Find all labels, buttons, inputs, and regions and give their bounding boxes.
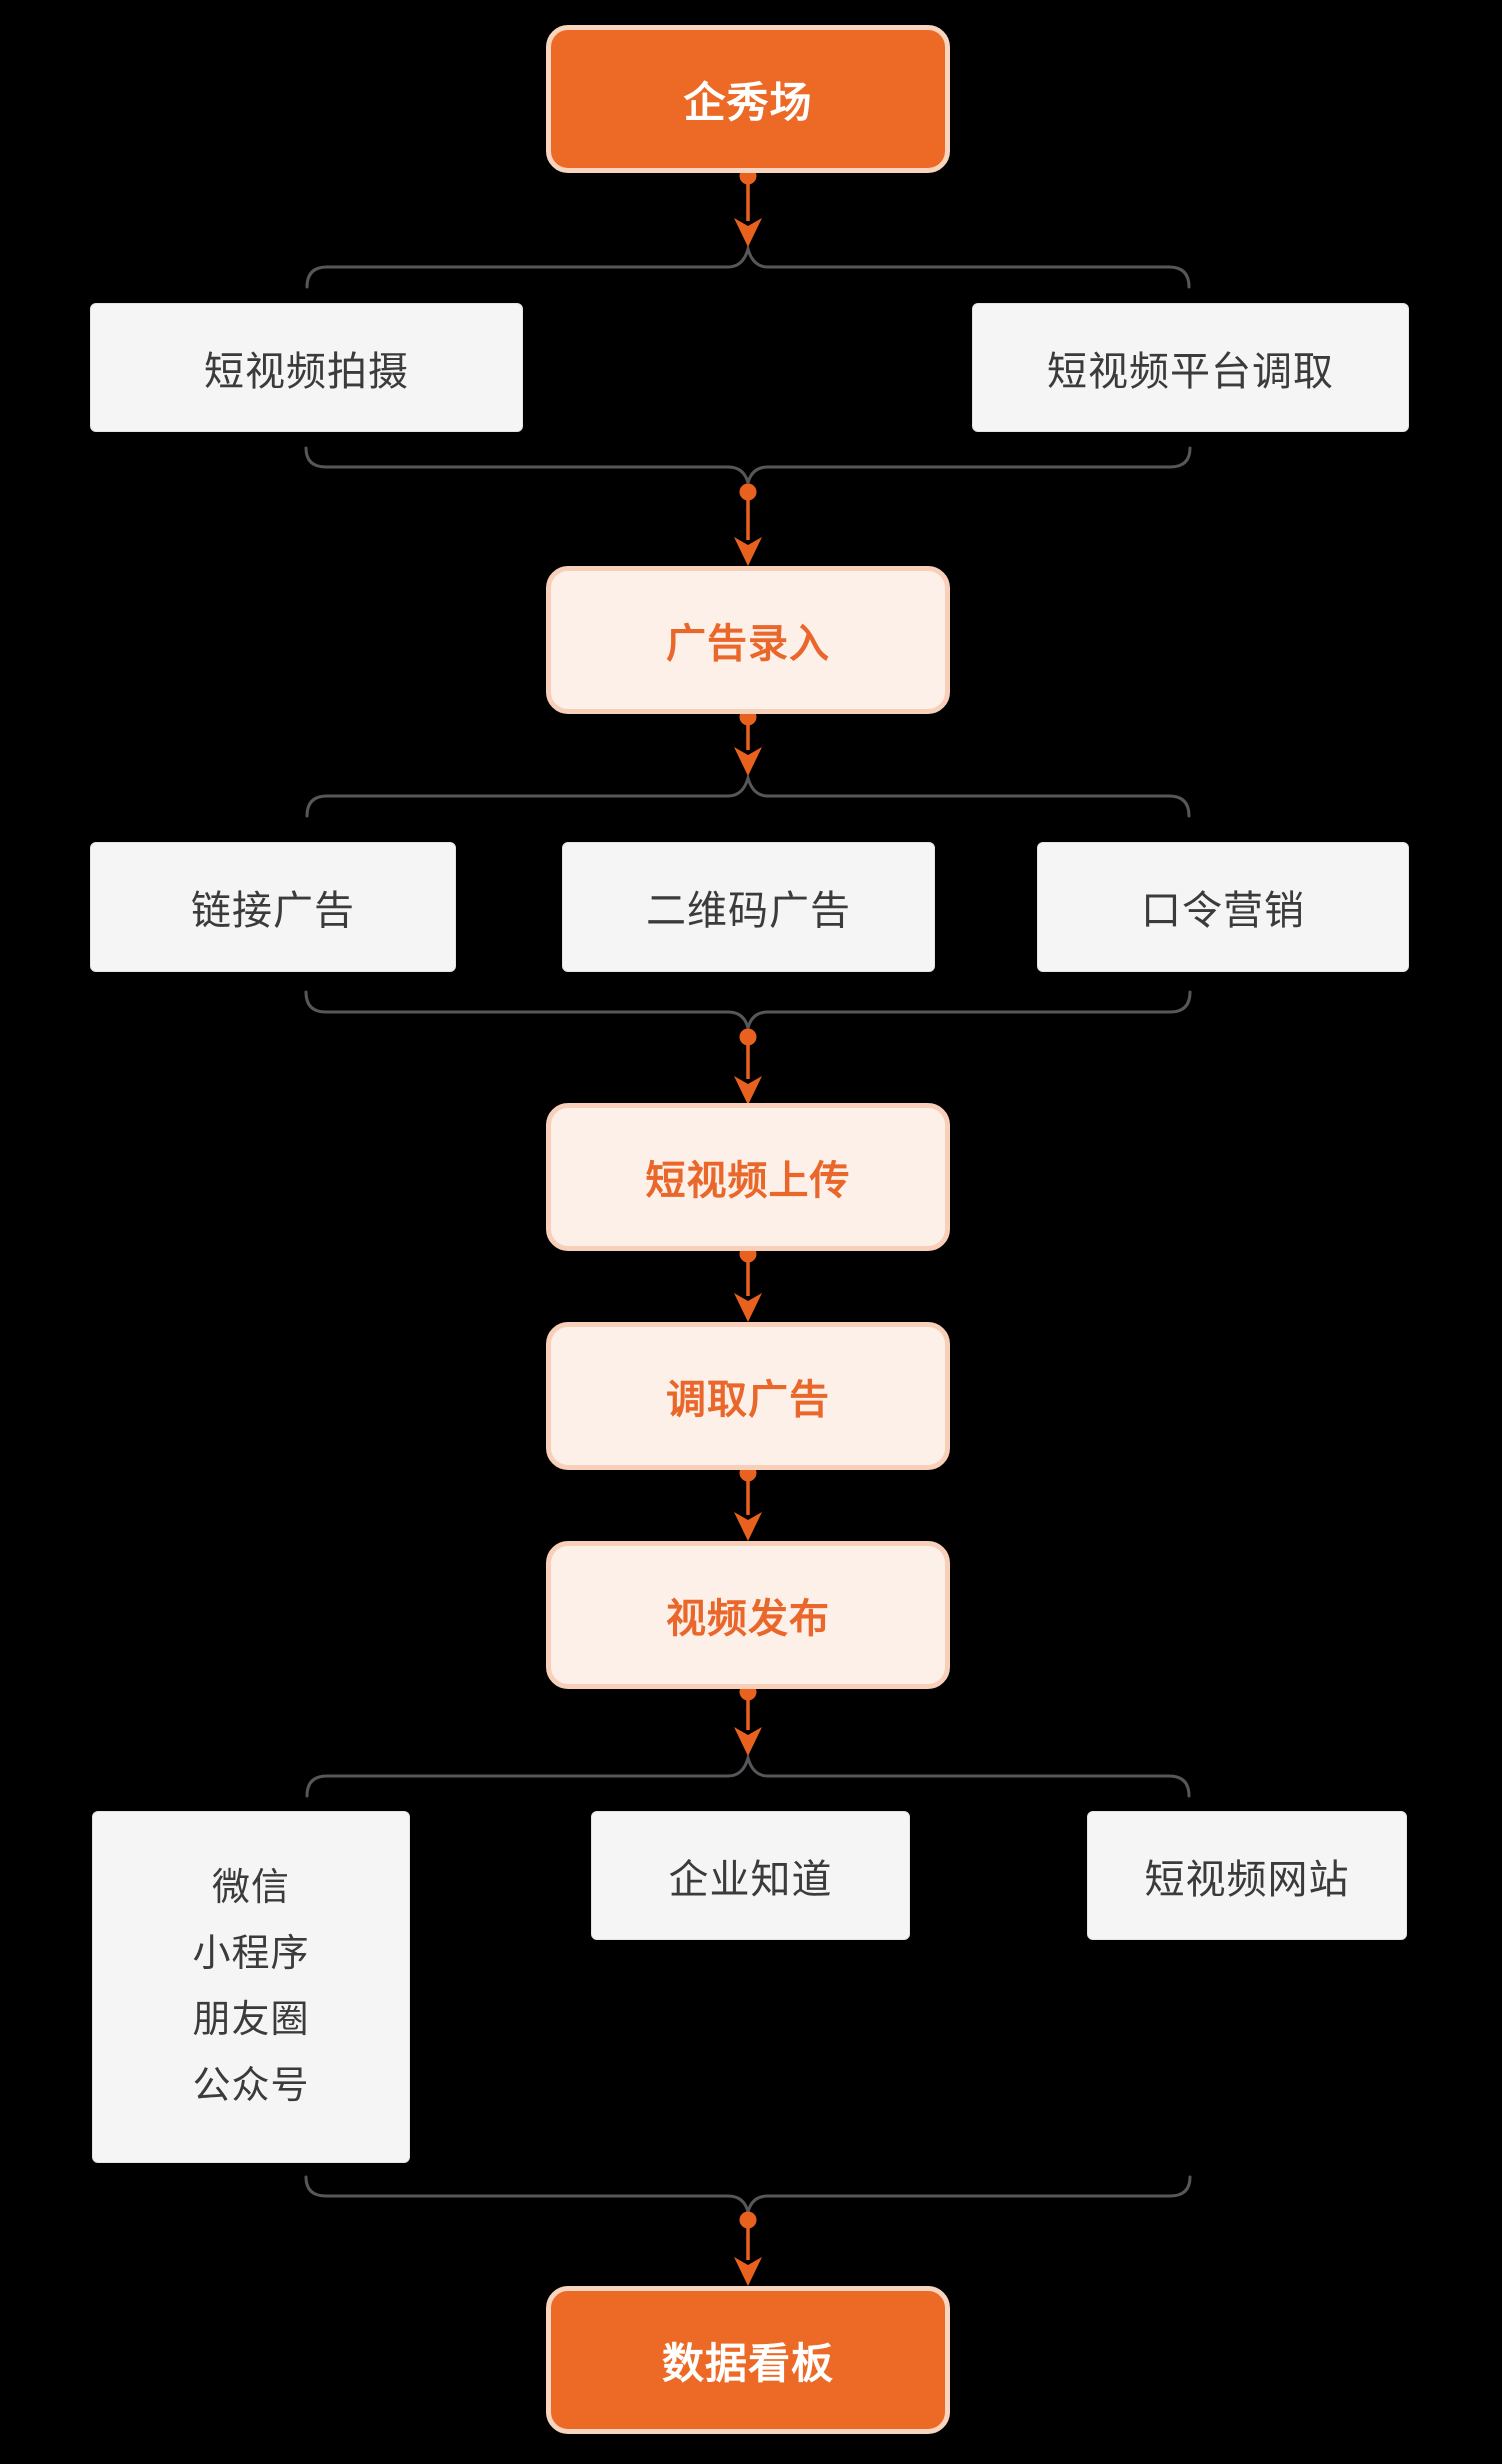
- node-shuju-kanban-label: 数据看板: [661, 2339, 834, 2387]
- node-qixiuchang: 企秀场: [546, 25, 950, 173]
- merge-brace-row3: [304, 990, 1192, 1029]
- node-diaoqu-guanggao-label: 调取广告: [666, 1378, 830, 1422]
- node-shuju-kanban: 数据看板: [546, 2286, 950, 2434]
- split-brace-row4: [305, 1752, 1191, 1798]
- node-duanshipin-paishe-label: 短视频拍摄: [204, 349, 409, 394]
- node-diaoqu-guanggao: 调取广告: [546, 1322, 950, 1470]
- node-erweima-guanggao-label: 二维码广告: [646, 889, 851, 933]
- node-pingtai-diaoqu: 短视频平台调取: [972, 303, 1409, 432]
- node-guanggao-luru: 广告录入: [546, 566, 950, 714]
- node-qixiuchang-label: 企秀场: [683, 78, 813, 126]
- node-weixin-line-4: 公众号: [192, 2065, 310, 2107]
- node-pingtai-diaoqu-label: 短视频平台调取: [1047, 349, 1334, 394]
- node-qiye-zhidao-label: 企业知道: [668, 1857, 833, 1902]
- node-duanshipin-shangchuan: 短视频上传: [546, 1103, 950, 1251]
- arrow-fabu-down: [734, 1683, 762, 1756]
- node-duanshipin-paishe: 短视频拍摄: [90, 303, 523, 432]
- node-duanshipin-wangzhan: 短视频网站: [1087, 1811, 1407, 1940]
- node-duanshipin-shangchuan-label: 短视频上传: [645, 1159, 851, 1203]
- node-weixin-line-3: 朋友圈: [192, 1999, 310, 2041]
- node-duanshipin-wangzhan-label: 短视频网站: [1144, 1857, 1350, 1902]
- split-brace-row2: [305, 243, 1191, 289]
- node-lianjie-guanggao-label: 链接广告: [191, 889, 355, 933]
- node-weixin-channels: 微信 小程序 朋友圈 公众号: [92, 1811, 410, 2163]
- node-shipin-fabu-label: 视频发布: [666, 1597, 830, 1641]
- node-guanggao-luru-label: 广告录入: [666, 622, 830, 666]
- node-weixin-line-1: 微信: [211, 1867, 290, 1909]
- merge-brace-row4: [304, 2175, 1192, 2213]
- node-kouling-yingxiao-label: 口令营销: [1141, 889, 1305, 933]
- arrow-merge-to-guanggao-luru: [734, 483, 762, 566]
- merge-brace-row2: [304, 446, 1192, 484]
- node-qiye-zhidao: 企业知道: [591, 1811, 910, 1940]
- arrow-guanggao-luru-down: [734, 708, 762, 776]
- node-erweima-guanggao: 二维码广告: [562, 842, 935, 972]
- node-weixin-line-2: 小程序: [192, 1933, 310, 1975]
- arrow-shangchuan-to-diaoqu: [734, 1245, 762, 1322]
- arrow-qixiuchang-down: [734, 167, 762, 247]
- split-brace-row3: [305, 772, 1191, 818]
- arrow-diaoqu-to-fabu: [734, 1464, 762, 1541]
- node-kouling-yingxiao: 口令营销: [1037, 842, 1409, 972]
- arrow-merge-to-kanban: [734, 2211, 762, 2286]
- arrow-merge-to-shangchuan: [734, 1028, 762, 1105]
- node-lianjie-guanggao: 链接广告: [90, 842, 456, 972]
- node-shipin-fabu: 视频发布: [546, 1541, 950, 1689]
